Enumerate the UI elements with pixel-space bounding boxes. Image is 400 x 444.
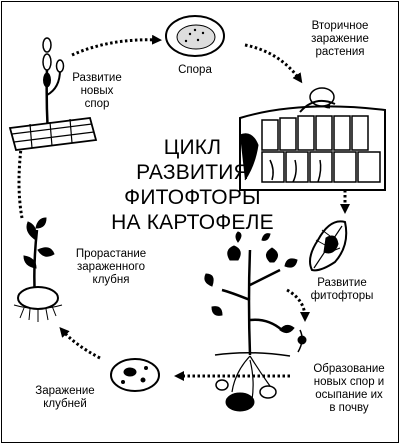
label-secondary-infection: Вторичное заражение растения (311, 20, 369, 58)
label-sprouting-tuber: Прорастание зараженного клубня (75, 248, 147, 286)
label-new-spore-development: Развитие новых спор (72, 72, 122, 110)
infected-tuber-icon (110, 358, 160, 392)
label-spore: Спора (178, 64, 212, 76)
arrow-newspores-to-spore (71, 34, 162, 57)
spore-icon (165, 15, 225, 57)
arrow-development-to-fall (286, 288, 310, 322)
arrow-spore-to-infection (244, 43, 303, 84)
arrow-tubers-to-sprouting (59, 326, 101, 360)
label-tuber-infection: Заражение клубней (35, 385, 95, 410)
sporulating-stem-icon (8, 37, 98, 151)
leaf-tissue-icon (239, 87, 386, 191)
sprouting-tuber-icon (13, 217, 63, 322)
potato-plant-icon (204, 231, 307, 412)
diagram-title: ЦИКЛ РАЗВИТИЯ ФИТОФТОРЫ НА КАРТОФЕЛЕ (111, 136, 274, 234)
label-new-spores-and-falling: Образование новых спор и осыпание их в п… (313, 363, 385, 414)
infected-leaf-icon (309, 220, 348, 272)
arrow-sprouting-to-newspores (16, 136, 27, 219)
label-development: Развитие фитофторы (310, 277, 374, 302)
